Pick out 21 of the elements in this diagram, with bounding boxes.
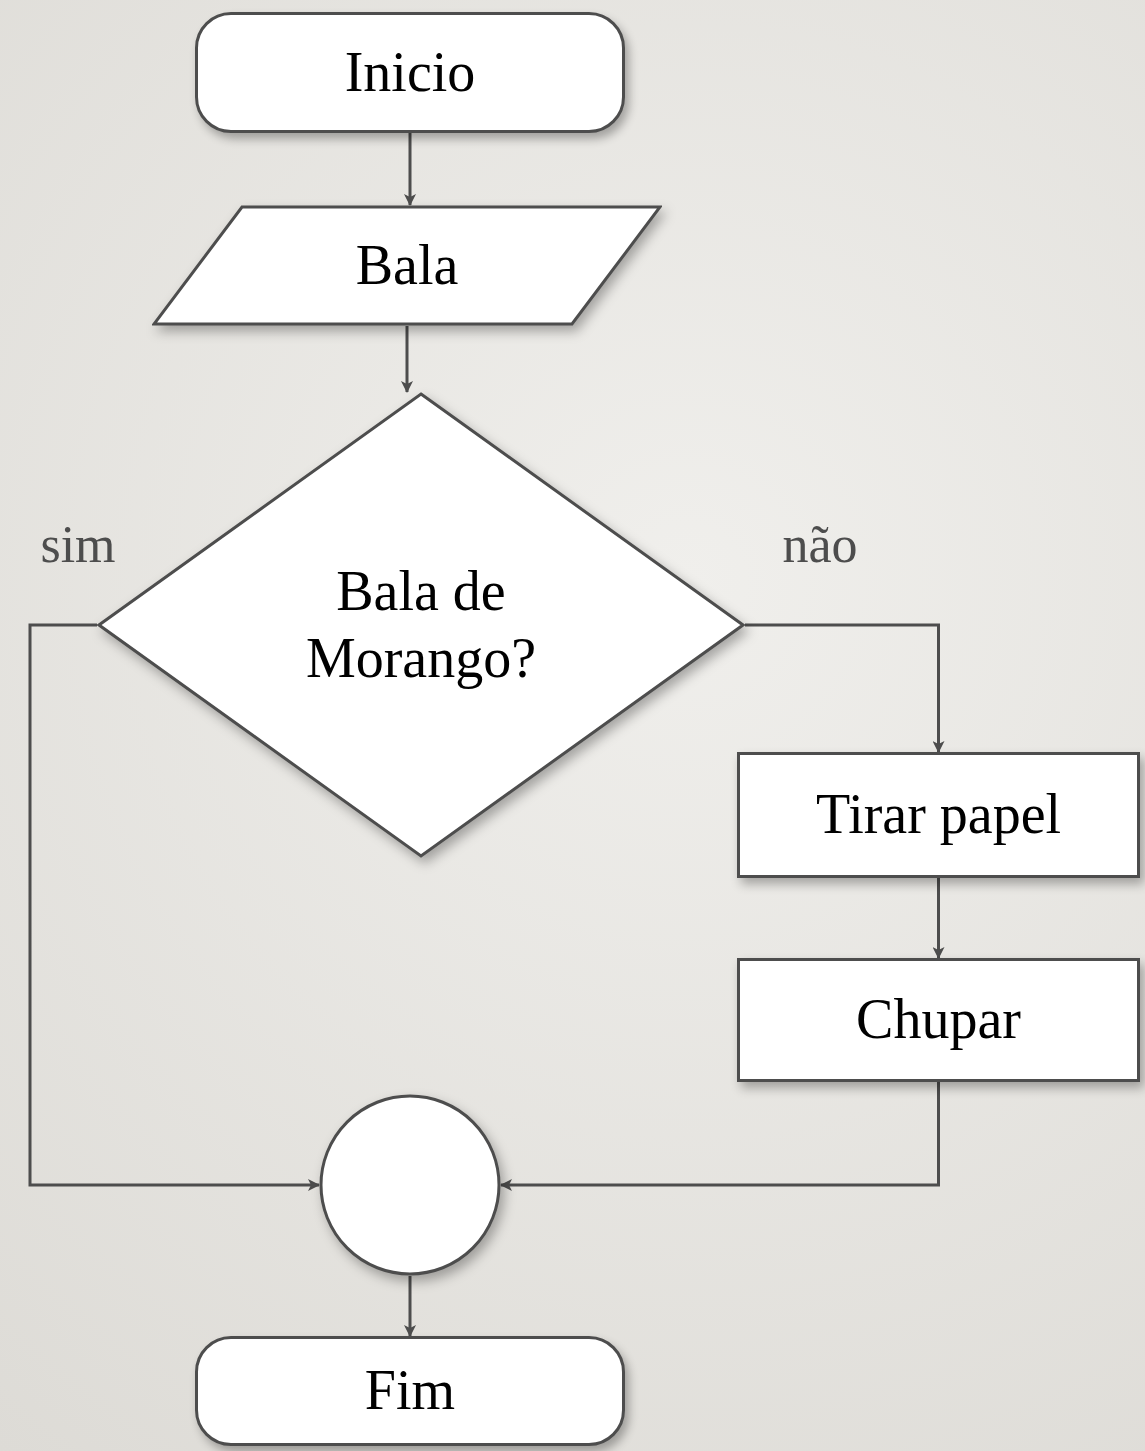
arrow bbox=[500, 1082, 940, 1191]
arrow bbox=[745, 623, 945, 753]
arrow bbox=[404, 1276, 416, 1337]
process-box bbox=[737, 958, 1140, 1082]
start-terminal bbox=[195, 12, 625, 133]
process-box bbox=[737, 752, 1140, 878]
end-terminal bbox=[195, 1336, 625, 1446]
node-label: Inicio bbox=[344, 39, 476, 105]
node-label: Bala bbox=[355, 232, 459, 298]
node-label: Bala de Morango? bbox=[304, 558, 538, 691]
arrow bbox=[401, 326, 413, 393]
node-label: Fim bbox=[364, 1358, 456, 1424]
node-label: Tirar papel bbox=[815, 782, 1062, 848]
arrow bbox=[404, 133, 416, 206]
arrow bbox=[28, 623, 320, 1191]
connector-circle bbox=[319, 1094, 501, 1276]
edge-label: não bbox=[782, 519, 858, 571]
input-parallelogram bbox=[152, 205, 662, 326]
node-label: Chupar bbox=[856, 987, 1021, 1053]
arrow bbox=[932, 878, 945, 959]
edge-label: sim bbox=[40, 519, 116, 571]
